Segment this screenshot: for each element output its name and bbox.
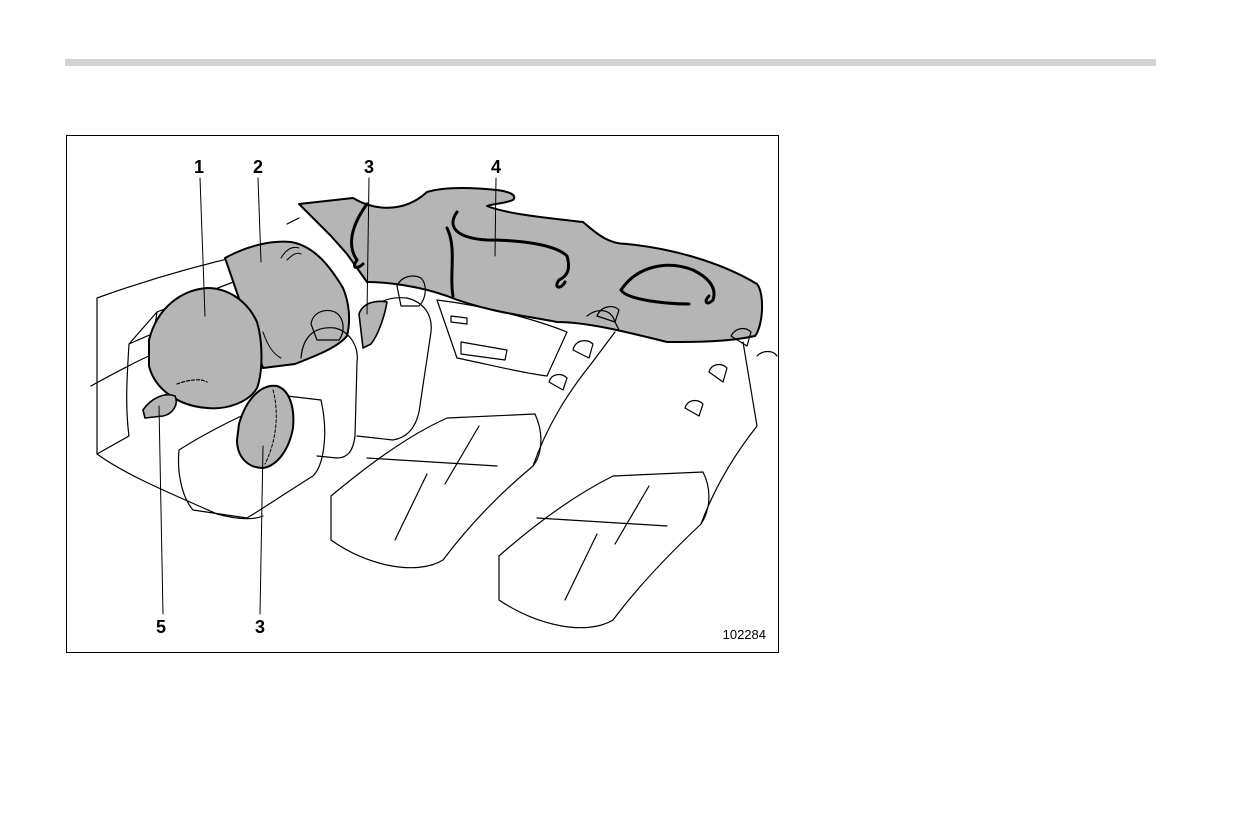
header-rule <box>65 59 1156 66</box>
front-headrest <box>310 309 344 341</box>
leader-3-top <box>366 177 370 315</box>
driver-headrest <box>396 275 426 307</box>
callout-3-top: 3 <box>363 157 375 177</box>
figure-number: 102284 <box>722 627 766 642</box>
passenger-airbag-folds <box>262 246 302 359</box>
car-interior-illustration <box>90 177 778 629</box>
knee-airbag <box>142 394 178 419</box>
curtain-tube-front <box>350 202 369 269</box>
side-airbag-seam <box>264 389 277 465</box>
curtain-tube-end <box>445 226 455 298</box>
curtain-tube-rear <box>619 263 716 306</box>
rear-seat-1-lines <box>366 425 498 541</box>
airbag-location-diagram: 1 2 3 4 5 3 102284 <box>66 135 779 653</box>
rear-seat-1-cushion <box>330 413 542 569</box>
curtain-airbag <box>298 187 763 343</box>
callout-2: 2 <box>252 157 264 177</box>
leader-5 <box>158 405 164 615</box>
leader-2 <box>257 177 262 263</box>
callout-3-bottom: 3 <box>254 617 266 637</box>
rear-seat-2-lines <box>536 485 668 601</box>
leader-1 <box>199 177 206 317</box>
curtain-tube-main <box>451 210 571 289</box>
callout-5: 5 <box>155 617 167 637</box>
rear-seat-2-cushion <box>498 471 710 629</box>
leader-3-bottom <box>259 445 264 615</box>
rear-seat-1-headrests <box>548 306 620 391</box>
curtain-roof-edge <box>286 217 300 225</box>
callout-4: 4 <box>490 157 502 177</box>
leader-4 <box>494 177 497 257</box>
rear-seat-2-back <box>700 341 778 525</box>
rear-seat-1-back <box>532 310 620 467</box>
rear-seat-2-headrests <box>684 327 752 417</box>
driver-side-airbag <box>358 300 388 349</box>
callout-1: 1 <box>193 157 205 177</box>
front-door-handle <box>450 315 508 361</box>
front-door-panel <box>436 299 568 377</box>
front-side-airbag <box>236 384 295 469</box>
driver-frontal-airbag <box>148 287 263 410</box>
